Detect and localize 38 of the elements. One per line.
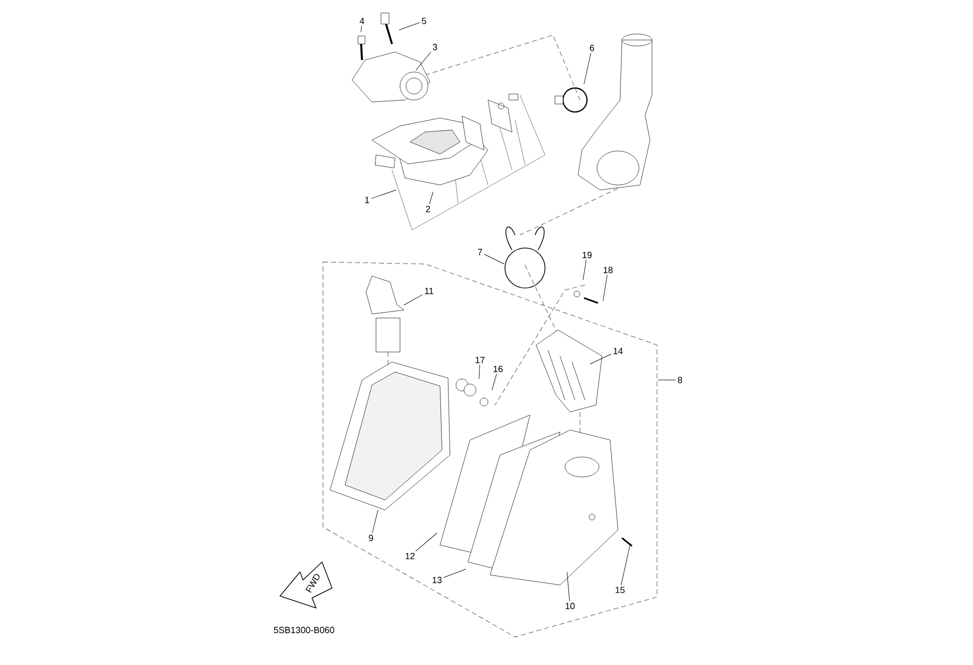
callout-number: 3 — [432, 44, 438, 50]
callout-number: 15 — [616, 586, 625, 594]
callout-number: 18 — [604, 266, 613, 274]
leader-line — [416, 52, 432, 70]
leader-line — [372, 510, 378, 534]
leader-line — [370, 190, 396, 199]
leader-line — [620, 544, 630, 586]
leader-line — [429, 192, 434, 204]
callout-number: 5 — [422, 18, 426, 24]
drawing-number: 5SB1300-B060 — [274, 626, 334, 634]
leader-line — [584, 52, 592, 84]
leader-line — [443, 568, 466, 578]
callout-number: 14 — [614, 348, 623, 354]
leader-line — [398, 22, 420, 30]
callout-number: 6 — [590, 44, 594, 52]
leader-line — [404, 294, 423, 306]
callout-number: 9 — [368, 534, 374, 542]
callout-number: 8 — [678, 376, 682, 384]
callout-number: 10 — [566, 602, 575, 610]
leader-line — [360, 26, 362, 32]
callout-number: 11 — [425, 288, 434, 294]
leader-line — [566, 572, 570, 602]
callout-number: 1 — [365, 196, 370, 204]
callout-number: 16 — [494, 366, 503, 372]
callout-number: 4 — [360, 18, 364, 24]
leader-line — [478, 364, 480, 380]
callout-number: 13 — [432, 576, 442, 584]
leader-line — [602, 274, 608, 302]
callout-number: 17 — [476, 356, 485, 364]
leader-line — [590, 354, 612, 364]
callout-number: 19 — [582, 252, 592, 258]
leader-line — [582, 260, 586, 280]
callout-number: 12 — [406, 552, 415, 560]
leader-line — [484, 254, 504, 264]
callout-number: 2 — [426, 206, 430, 212]
leader-line — [492, 374, 497, 390]
leader-line — [415, 532, 438, 552]
callout-number: 7 — [478, 248, 482, 256]
